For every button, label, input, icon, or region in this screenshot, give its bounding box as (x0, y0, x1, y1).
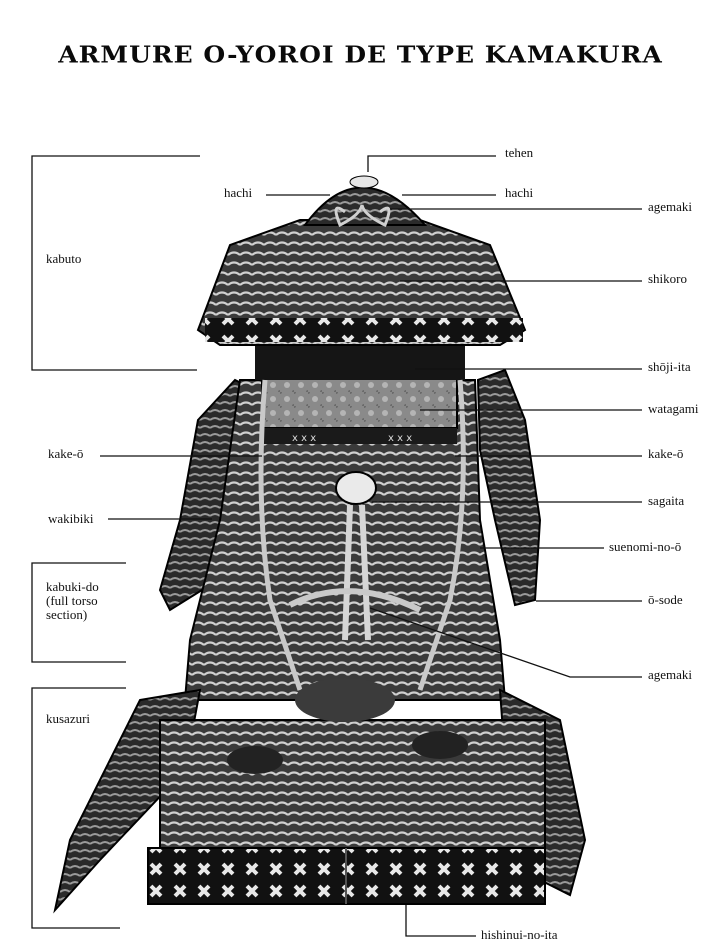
label-suenomi-no-o: suenomi-no-ō (609, 539, 682, 554)
line-agemaki-bottom (369, 607, 642, 678)
label-kusazuri: kusazuri (46, 711, 91, 726)
label-agemaki-bottom: agemaki (648, 667, 693, 682)
label-tehen: tehen (505, 145, 534, 160)
kabuto-hachi (303, 186, 428, 226)
chest-plate (261, 377, 458, 429)
kusazuri-front (159, 719, 546, 851)
label-sagaita: sagaita (648, 493, 685, 508)
label-kabuto: kabuto (46, 251, 82, 266)
label-hishinui-no-ita: hishinui-no-ita (481, 927, 558, 942)
svg-text:x x x: x x x (292, 433, 316, 444)
bracket-kabuto (31, 155, 200, 371)
tehen-rivet (349, 175, 379, 189)
label-wakibiki: wakibiki (48, 511, 94, 526)
label-kake-o-left: kake-ō (48, 446, 84, 461)
label-kabuki-do: kabuki-do (full torso section) (46, 579, 99, 622)
label-o-sode: ō-sode (648, 592, 683, 607)
line-tehen (367, 155, 496, 172)
label-kake-o-right: kake-ō (648, 446, 684, 461)
shoji-ita-band (255, 340, 465, 380)
label-agemaki-top: agemaki (648, 199, 693, 214)
leader-lines (31, 155, 642, 937)
armor-illustration: x x x x x x (53, 175, 587, 914)
label-hachi-left: hachi (224, 185, 253, 200)
svg-text:x x x: x x x (388, 433, 412, 444)
kabuto-shikoro (196, 219, 527, 346)
bracket-kusazuri (31, 687, 126, 929)
sagaita-rosette (335, 471, 377, 505)
o-sode-right (476, 368, 542, 607)
label-watagami: watagami (648, 401, 699, 416)
page-title: ARMURE O-YOROI DE TYPE KAMAKURA (58, 40, 663, 69)
label-shikoro: shikoro (648, 271, 687, 286)
line-hishinui (405, 905, 476, 937)
bracket-kabuki-do (31, 562, 126, 663)
label-shoji-ita: shōji-ita (648, 359, 691, 374)
label-hachi-right: hachi (505, 185, 534, 200)
